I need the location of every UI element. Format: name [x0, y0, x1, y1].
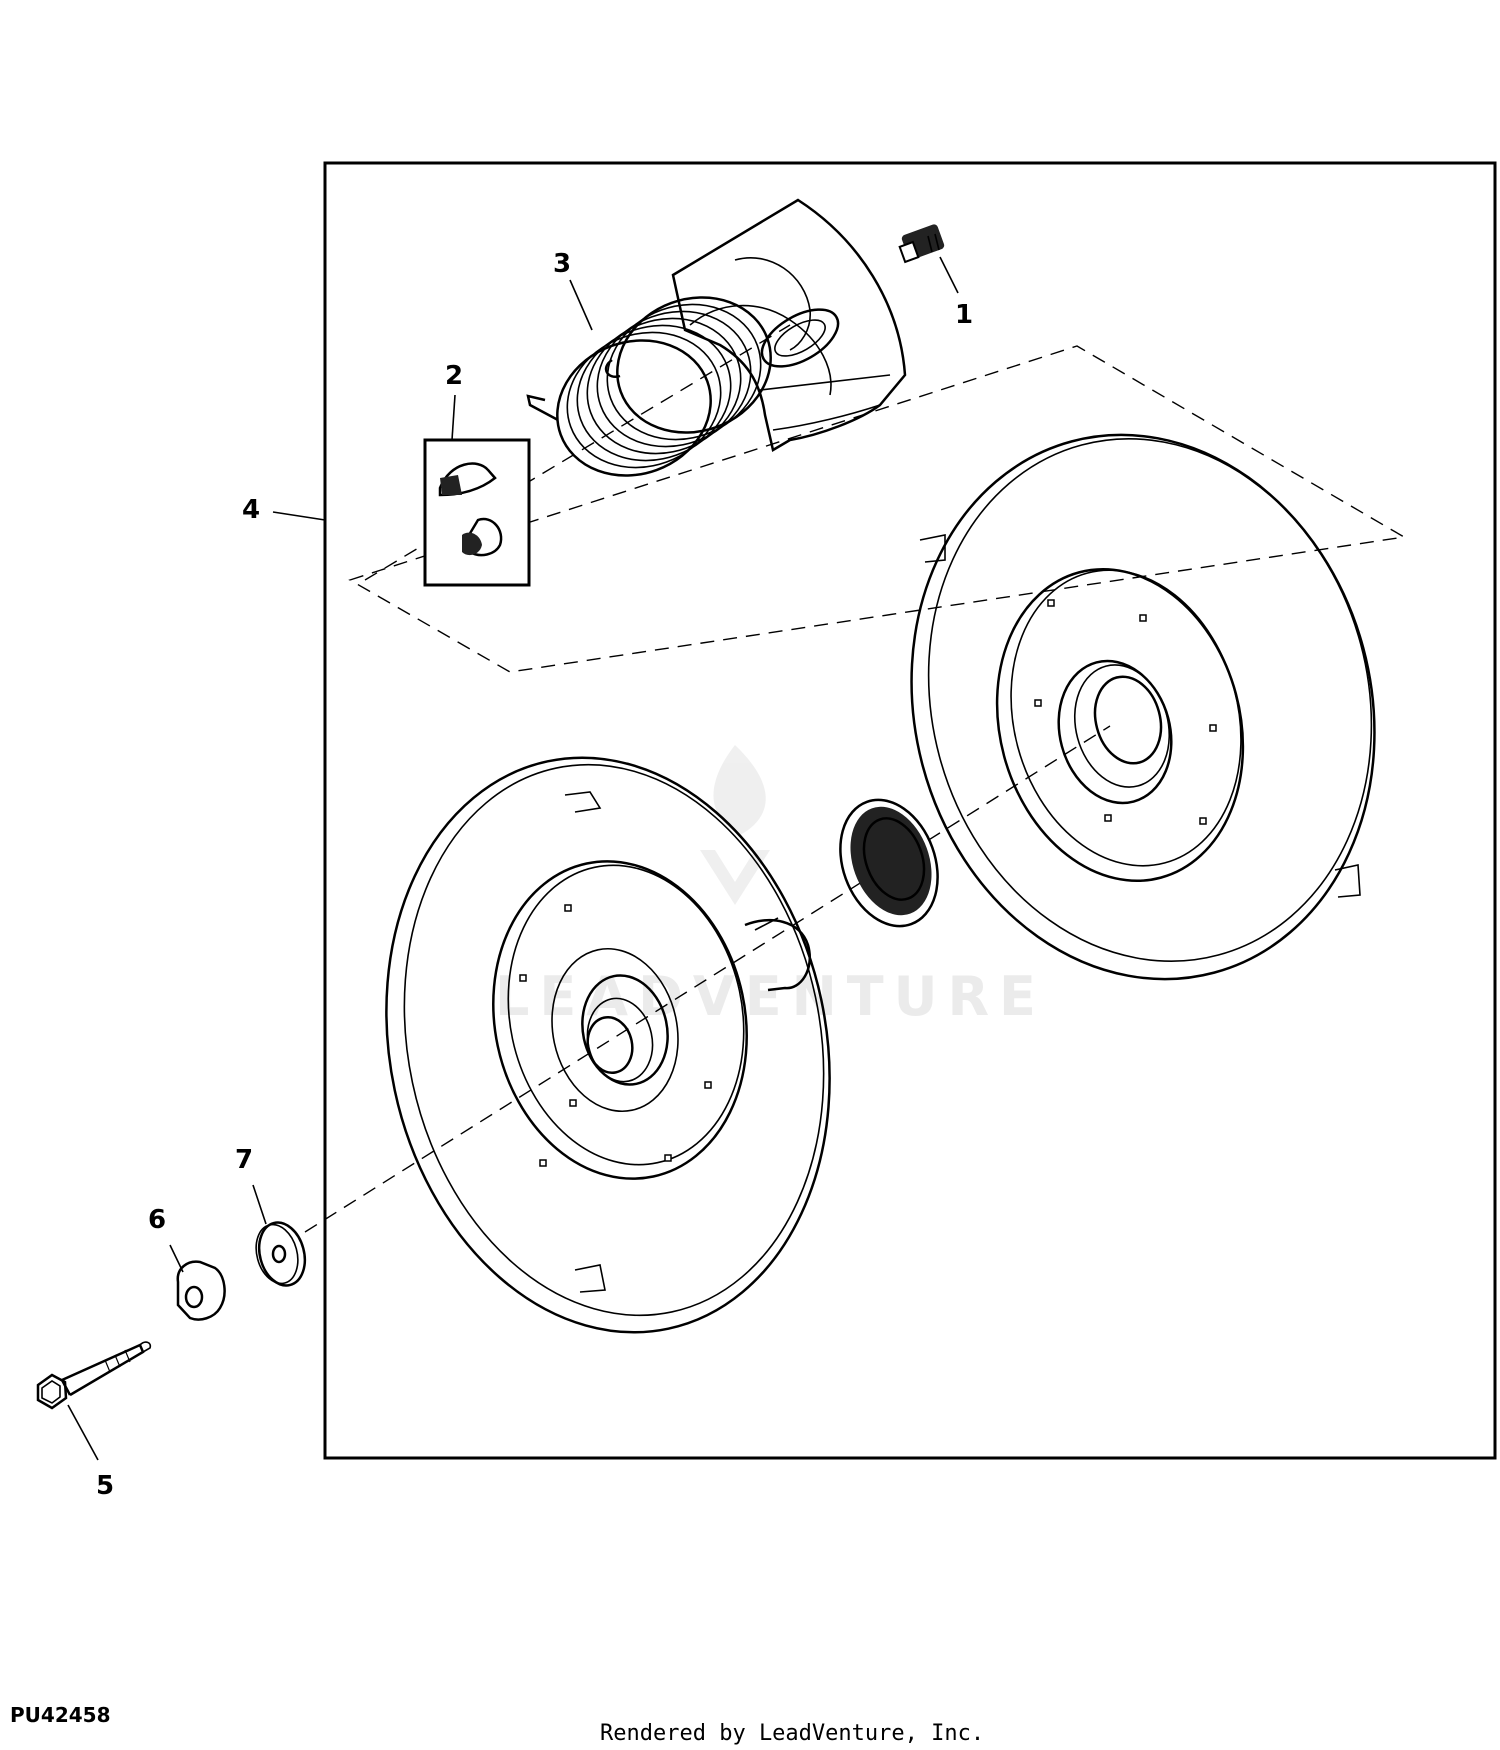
watermark-v-icon: [700, 850, 770, 905]
callout-leader-4: [272, 511, 326, 521]
weight-part-upper: [438, 462, 497, 497]
footer-credit: Rendered by LeadVenture, Inc.: [600, 1721, 984, 1746]
callout-1: 1: [955, 300, 973, 330]
callout-6: 6: [148, 1205, 166, 1235]
figure-code: PU42458: [10, 1703, 110, 1727]
callout-3: 3: [553, 249, 571, 279]
bearing-ring-part: [839, 798, 939, 928]
subassembly-dashed-outline: [348, 345, 1407, 673]
torsion-spring-part: [526, 296, 772, 477]
spring-cover-part: [671, 198, 907, 452]
callout-leader-2: [451, 394, 456, 441]
front-sheave-part: [385, 756, 831, 1334]
set-screw-part: [898, 224, 945, 264]
assembly-border: [323, 161, 1497, 1460]
weight-part-lower: [462, 517, 503, 557]
callout-leader-7: [252, 1184, 267, 1225]
bolt-part: [36, 1341, 152, 1410]
callout-leader-5: [67, 1404, 99, 1461]
spacer-part: [176, 1260, 226, 1321]
rear-sheave-part: [910, 433, 1376, 981]
callout-2: 2: [445, 361, 463, 391]
callout-7: 7: [235, 1145, 253, 1175]
callout-leader-3: [569, 279, 593, 331]
callout-leader-1: [939, 256, 959, 294]
washer-part: [255, 1221, 307, 1287]
watermark-flame-icon: [713, 745, 766, 835]
callout-4: 4: [242, 495, 260, 525]
weights-box: [423, 438, 531, 587]
watermark: LEADVENTURE: [495, 745, 1046, 1028]
assembly-axis-line: [304, 725, 1111, 1233]
callout-5: 5: [96, 1471, 114, 1501]
callout-leader-6: [169, 1244, 184, 1273]
watermark-text: LEADVENTURE: [495, 965, 1046, 1028]
